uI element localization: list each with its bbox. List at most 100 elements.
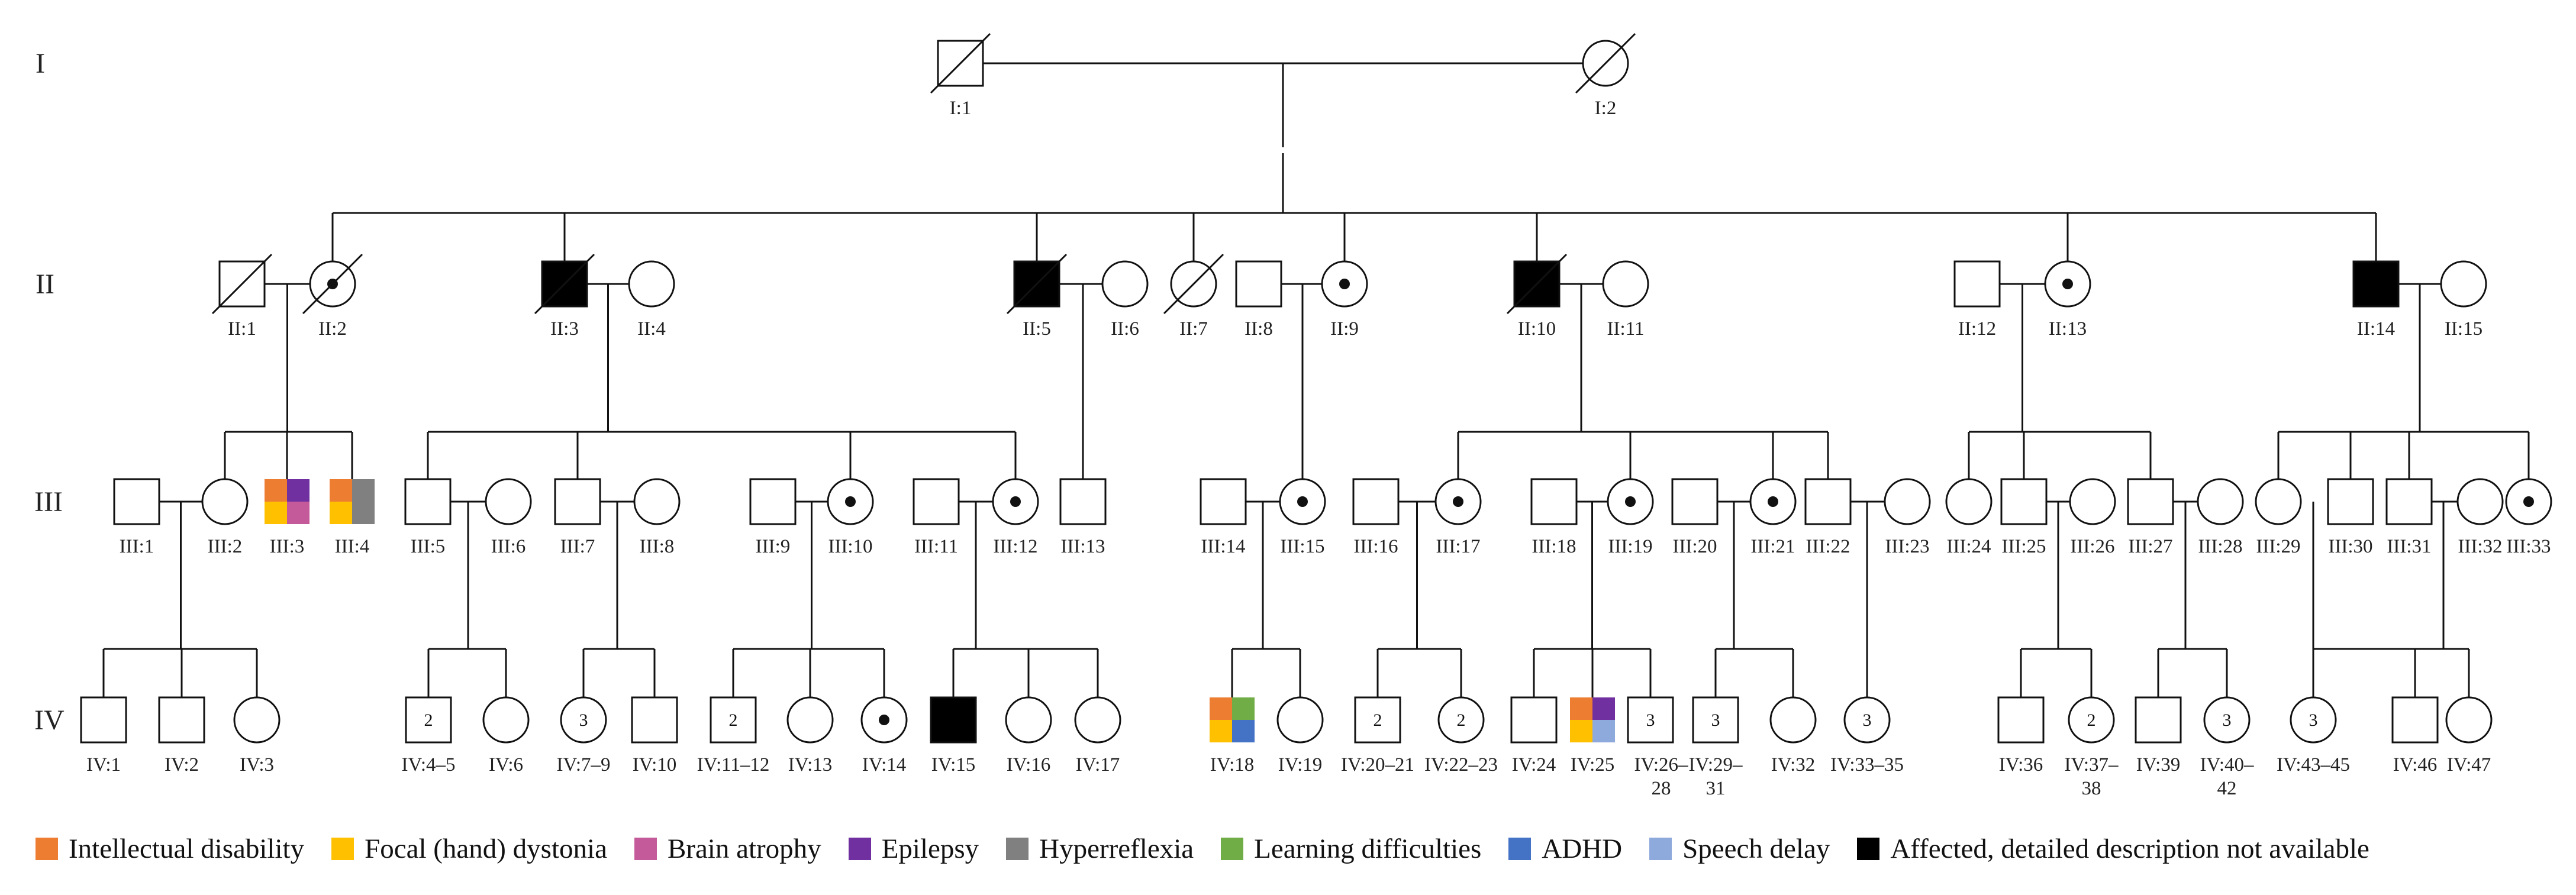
individual-label: IV:40–42 bbox=[2200, 754, 2254, 799]
male-symbol bbox=[1530, 478, 1578, 525]
individual-label: III:12 bbox=[993, 536, 1037, 557]
legend-swatch bbox=[848, 838, 871, 860]
female-symbol bbox=[2290, 696, 2337, 744]
generation-label: II bbox=[36, 269, 54, 300]
individual-label: III:22 bbox=[1806, 536, 1850, 557]
female-symbol bbox=[1276, 696, 1324, 744]
individual-iv-17: IV:17 bbox=[1074, 696, 1121, 776]
individual-iii-28: III:28 bbox=[2197, 478, 2244, 557]
individual-ii-10: II:10 bbox=[1506, 253, 1568, 340]
individual-iv-7-9: 3IV:7–9 bbox=[556, 696, 611, 776]
female-symbol bbox=[786, 696, 834, 744]
individual-iv-22-23: 2IV:22–23 bbox=[1424, 696, 1498, 776]
phenotype-quadrant bbox=[1232, 697, 1255, 720]
individual-iv-4-5: 2IV:4–5 bbox=[401, 696, 456, 776]
sibling-count: 3 bbox=[2309, 710, 2318, 730]
female-symbol bbox=[1005, 696, 1052, 744]
individual-label: III:18 bbox=[1532, 536, 1576, 557]
individual-label: III:15 bbox=[1280, 536, 1324, 557]
individual-iv-37-38: 2IV:37–38 bbox=[2064, 696, 2119, 799]
sibling-count: 3 bbox=[1646, 710, 1655, 730]
individual-label: IV:10 bbox=[633, 754, 677, 776]
individual-iv-43-45: 3IV:43–45 bbox=[2277, 696, 2350, 776]
female-symbol bbox=[2069, 478, 2116, 525]
individual-label: IV:33–35 bbox=[1830, 754, 1904, 776]
carrier-dot bbox=[2062, 279, 2073, 289]
male-symbol bbox=[2127, 478, 2174, 525]
individual-label: III:23 bbox=[1885, 536, 1929, 557]
male-symbol bbox=[1627, 696, 1674, 744]
individual-iv-29-31: 3IV:29–31 bbox=[1688, 696, 1743, 799]
male-symbol bbox=[2135, 696, 2182, 744]
individual-ii-5: II:5 bbox=[1006, 253, 1068, 340]
phenotype-quadrant bbox=[1592, 720, 1615, 742]
female-symbol bbox=[2197, 478, 2244, 525]
male-symbol bbox=[80, 696, 127, 744]
legend-swatch bbox=[1006, 838, 1029, 860]
individual-label: III:1 bbox=[120, 536, 154, 557]
female-symbol bbox=[2068, 696, 2115, 744]
deceased-slash bbox=[211, 253, 273, 315]
individual-label: IV:1 bbox=[86, 754, 121, 776]
legend-item-adhd: ADHD bbox=[1508, 833, 1622, 865]
sibling-count: 3 bbox=[2223, 710, 2232, 730]
individual-label: IV:14 bbox=[862, 754, 907, 776]
individual-label: IV:32 bbox=[1771, 754, 1816, 776]
legend-item-epilepsy: Epilepsy bbox=[848, 833, 979, 865]
individual-label: II:13 bbox=[2049, 318, 2087, 340]
legend-label: Learning difficulties bbox=[1254, 833, 1482, 864]
female-symbol bbox=[1602, 260, 1649, 308]
legend-label: Hyperreflexia bbox=[1039, 833, 1194, 864]
individual-i-2: I:2 bbox=[1575, 33, 1636, 119]
deceased-slash bbox=[1506, 253, 1568, 315]
individual-iii-1: III:1 bbox=[113, 478, 160, 557]
individual-i-1: I:1 bbox=[930, 33, 991, 119]
individual-label: III:6 bbox=[491, 536, 526, 557]
individual-label: IV:2 bbox=[165, 754, 199, 776]
individual-label: IV:43–45 bbox=[2277, 754, 2350, 776]
male-symbol bbox=[1200, 478, 1247, 525]
individual-iv-6: IV:6 bbox=[482, 696, 530, 776]
individual-ii-6: II:6 bbox=[1101, 260, 1149, 340]
individual-iii-5: III:5 bbox=[404, 478, 452, 557]
individual-label: IV:7–9 bbox=[556, 754, 610, 776]
individual-iv-15: IV:15 bbox=[930, 696, 977, 776]
male-symbol bbox=[2385, 478, 2433, 525]
female-symbol bbox=[2440, 260, 2487, 308]
pedigree-lines bbox=[102, 62, 2530, 697]
individual-label: IV:26–28 bbox=[1634, 754, 1688, 799]
female-symbol bbox=[2456, 478, 2504, 525]
legend-item-affected: Affected, detailed description not avail… bbox=[1857, 833, 2369, 865]
individual-ii-11: II:11 bbox=[1602, 260, 1649, 340]
individual-label: II:6 bbox=[1111, 318, 1139, 340]
individual-label: IV:3 bbox=[240, 754, 274, 776]
carrier-dot bbox=[845, 496, 856, 507]
legend-item-speech-delay: Speech delay bbox=[1649, 833, 1830, 865]
individual-label: II:4 bbox=[637, 318, 666, 340]
individual-iv-14: IV:14 bbox=[860, 696, 908, 776]
female-symbol bbox=[485, 478, 532, 525]
individual-iii-20: III:20 bbox=[1671, 478, 1719, 557]
female-symbol bbox=[482, 696, 530, 744]
individual-label: III:19 bbox=[1608, 536, 1652, 557]
individual-iv-47: IV:47 bbox=[2445, 696, 2493, 776]
sibling-count: 2 bbox=[424, 710, 433, 730]
legend-label: Affected, detailed description not avail… bbox=[1890, 833, 2369, 864]
male-symbol bbox=[2000, 478, 2048, 525]
individual-label: II:1 bbox=[228, 318, 256, 340]
female-symbol bbox=[2203, 696, 2251, 744]
male-symbol bbox=[554, 478, 601, 525]
individual-label: II:12 bbox=[1958, 318, 1996, 340]
sibling-count: 3 bbox=[1863, 710, 1872, 730]
deceased-slash bbox=[930, 33, 991, 94]
legend-swatch bbox=[36, 838, 58, 860]
individual-label: II:15 bbox=[2445, 318, 2482, 340]
individual-label: IV:39 bbox=[2136, 754, 2181, 776]
male-symbol bbox=[1804, 478, 1852, 525]
individual-label: IV:19 bbox=[1278, 754, 1323, 776]
individual-label: III:14 bbox=[1201, 536, 1245, 557]
female-symbol bbox=[628, 260, 675, 308]
carrier-dot bbox=[879, 715, 889, 725]
